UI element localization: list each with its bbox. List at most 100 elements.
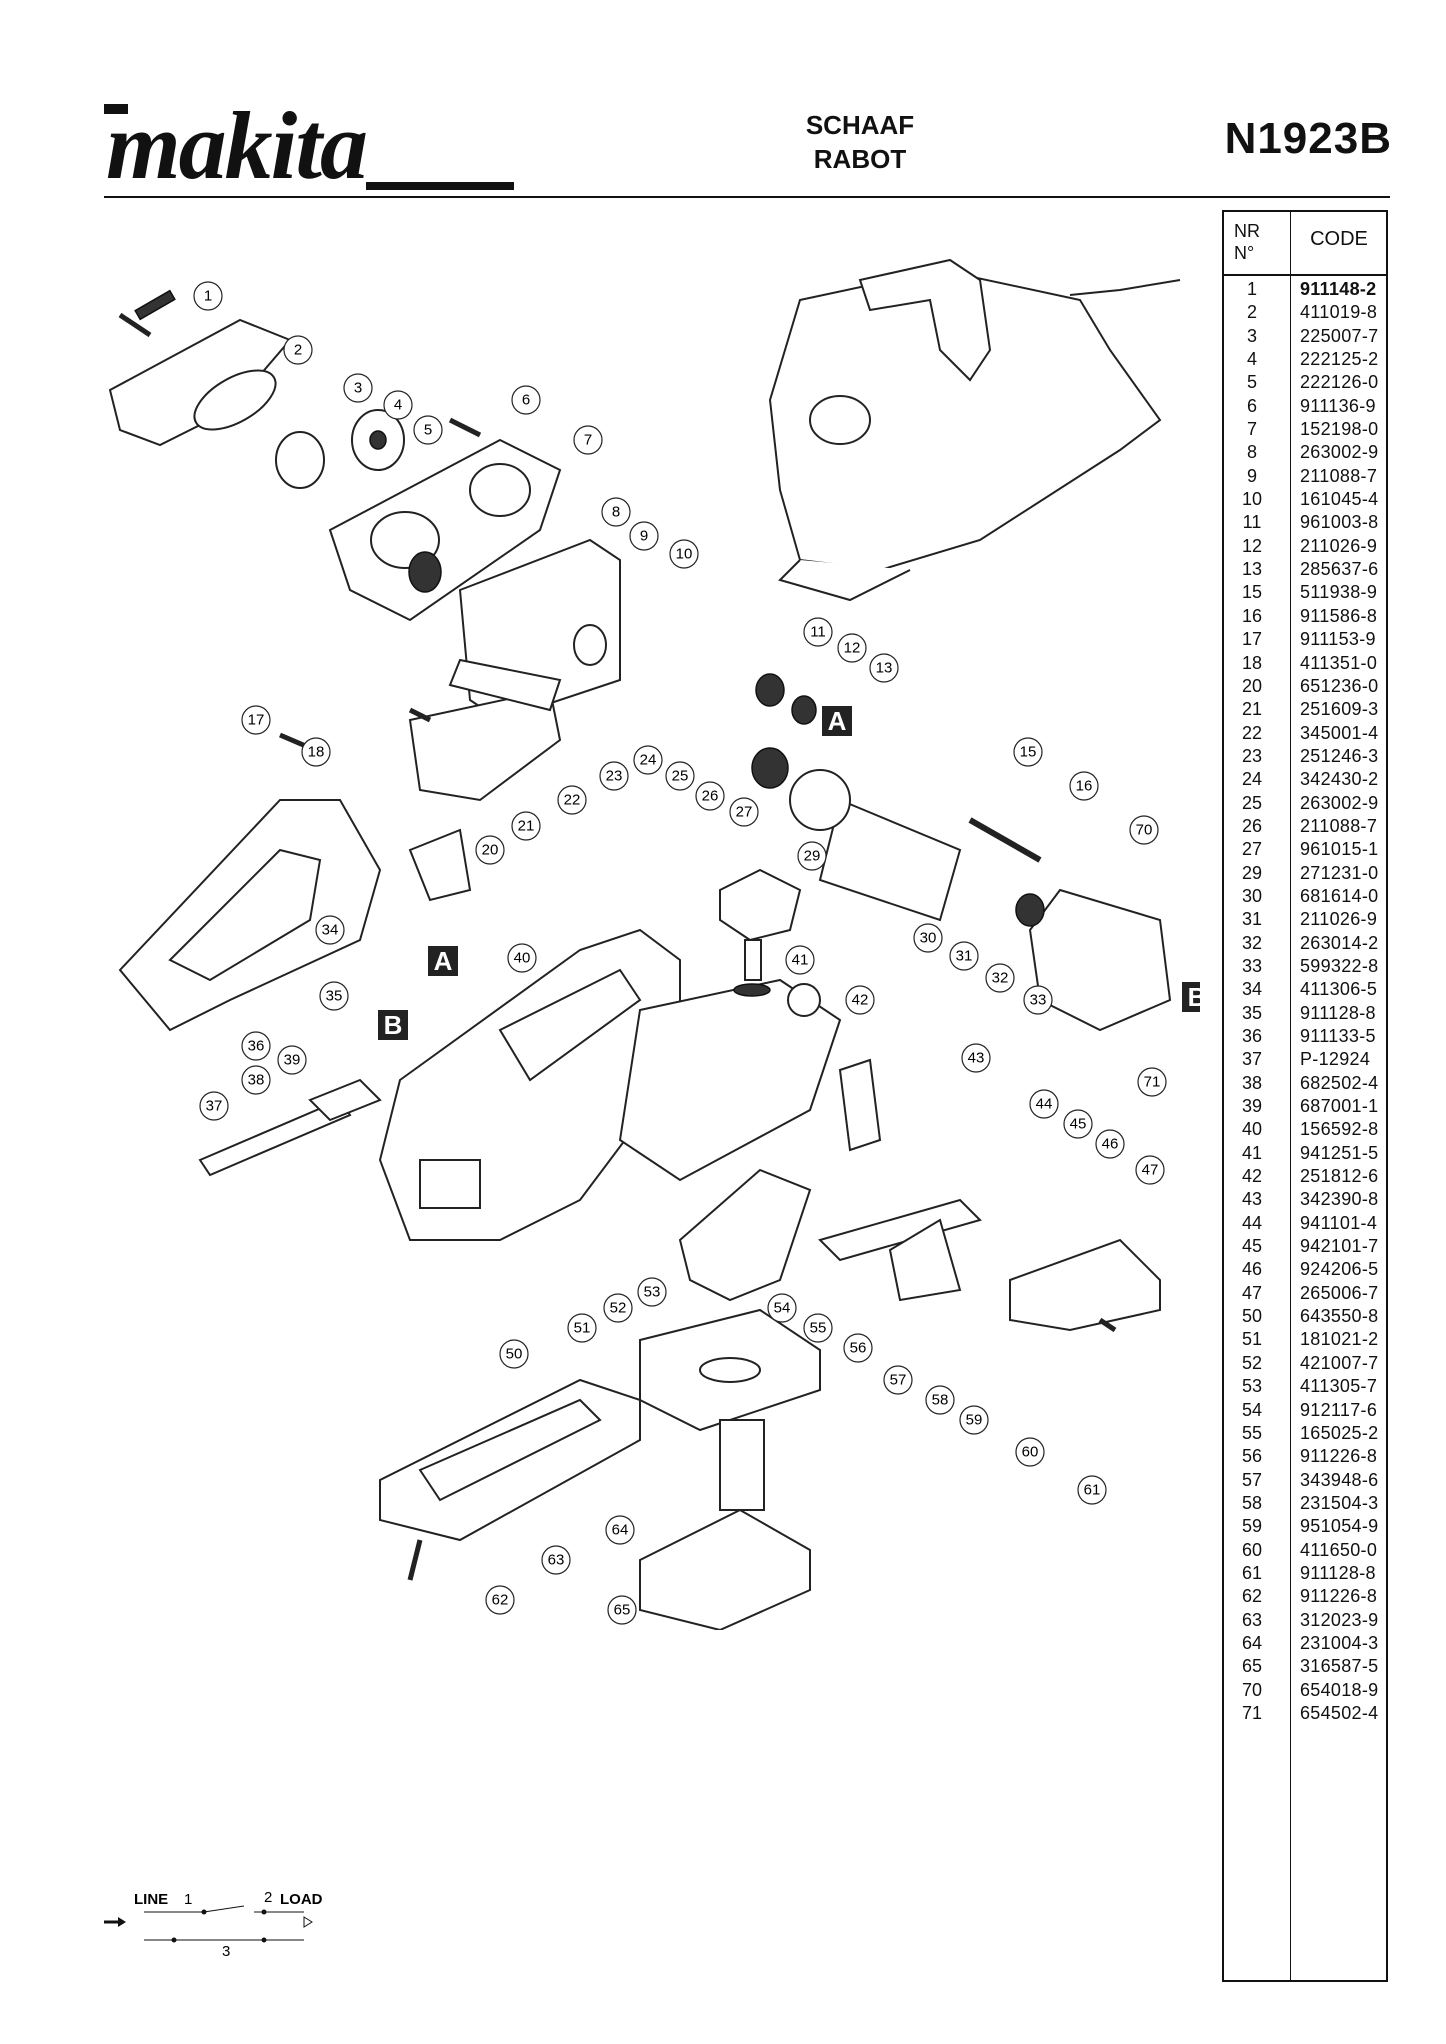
callout-35: 35 — [319, 981, 349, 1011]
part-code: 251609-3 — [1300, 699, 1379, 720]
callout-circle — [557, 785, 587, 815]
part-code: 911148-2 — [1300, 279, 1377, 299]
callout-circle — [383, 390, 413, 420]
part-number: 40 — [1241, 1119, 1263, 1140]
callout-circle — [1069, 771, 1099, 801]
part-number: 35 — [1241, 1002, 1263, 1023]
callout-label: 34 — [322, 922, 339, 939]
callout-39: 39 — [277, 1045, 307, 1075]
callout-label: 11 — [810, 624, 826, 641]
callout-label: 65 — [614, 1602, 631, 1619]
part-code: 687001-1 — [1300, 1096, 1379, 1117]
callout-label: 64 — [612, 1522, 629, 1539]
tag-b-right-label: B — [1188, 982, 1200, 1012]
table-row: 4 222125-2 — [1224, 348, 1386, 371]
callout-16: 16 — [1069, 771, 1099, 801]
part-number: 39 — [1241, 1096, 1263, 1117]
callout-label: 6 — [522, 392, 530, 409]
table-row: 1 911148-2 — [1224, 278, 1386, 301]
part-number: 34 — [1241, 979, 1263, 1000]
planer-overview-illustration — [768, 258, 1181, 602]
part-number: 61 — [1241, 1562, 1263, 1583]
callout-layer: 1234567891011121315161718202122232425262… — [193, 281, 1167, 1625]
part-number: 37 — [1241, 1049, 1263, 1070]
callout-circle — [241, 1031, 271, 1061]
callout-circle — [1063, 1109, 1093, 1139]
callout-circle — [507, 943, 537, 973]
callout-32: 32 — [985, 963, 1015, 993]
callout-circle — [241, 1065, 271, 1095]
part-code: 911226-8 — [1300, 1586, 1378, 1607]
callout-61: 61 — [1077, 1475, 1107, 1505]
part-code: 222125-2 — [1300, 349, 1379, 370]
callout-circle — [961, 1043, 991, 1073]
callout-65: 65 — [607, 1595, 637, 1625]
callout-30: 30 — [913, 923, 943, 953]
callout-label: 3 — [354, 380, 362, 397]
callout-56: 56 — [843, 1333, 873, 1363]
title-schaaf: SCHAAF — [805, 110, 915, 140]
callout-label: 23 — [606, 768, 623, 785]
callout-circle — [803, 617, 833, 647]
callout-circle — [797, 841, 827, 871]
callout-label: 45 — [1070, 1116, 1087, 1133]
callout-circle — [1129, 815, 1159, 845]
part-number: 4 — [1246, 349, 1257, 370]
callout-circle — [665, 761, 695, 791]
plate — [639, 1308, 821, 1432]
part-number: 26 — [1241, 815, 1263, 836]
callout-circle — [485, 1585, 515, 1615]
part-code: 345001-4 — [1300, 722, 1379, 743]
part-code: 271231-0 — [1300, 862, 1379, 883]
callout-label: 39 — [284, 1052, 301, 1069]
part-code: 911586-8 — [1300, 605, 1378, 626]
part-number: 10 — [1241, 489, 1263, 510]
callout-34: 34 — [315, 915, 345, 945]
table-header-divider — [1224, 274, 1386, 276]
part-number: 8 — [1246, 442, 1257, 463]
depth-knob — [719, 868, 802, 997]
callout-label: 36 — [248, 1038, 265, 1055]
guide-assembly — [818, 1058, 982, 1302]
front-body — [618, 978, 842, 1302]
part-number: 18 — [1241, 652, 1263, 673]
wiring-load-label: LOAD — [280, 1891, 323, 1908]
callout-label: 71 — [1144, 1074, 1161, 1091]
part-code: 211088-7 — [1300, 815, 1378, 836]
callout-31: 31 — [949, 941, 979, 971]
callout-circle — [601, 497, 631, 527]
part-code: 911136-9 — [1300, 395, 1376, 416]
part-number: 24 — [1241, 769, 1263, 790]
callout-11: 11 — [803, 617, 833, 647]
part-code: 231504-3 — [1300, 1492, 1379, 1513]
callout-36: 36 — [241, 1031, 271, 1061]
callout-43: 43 — [961, 1043, 991, 1073]
callout-circle — [511, 385, 541, 415]
callout-circle — [1135, 1155, 1165, 1185]
part-code: 251812-6 — [1300, 1166, 1379, 1187]
tag-a-lower-label: A — [434, 946, 453, 976]
callout-label: 35 — [326, 988, 343, 1005]
callout-label: 21 — [518, 818, 535, 835]
part-code: 654502-4 — [1300, 1702, 1379, 1723]
part-number: 1 — [1246, 279, 1257, 299]
callout-58: 58 — [925, 1385, 955, 1415]
part-number: 11 — [1242, 512, 1262, 533]
callout-circle — [599, 761, 629, 791]
